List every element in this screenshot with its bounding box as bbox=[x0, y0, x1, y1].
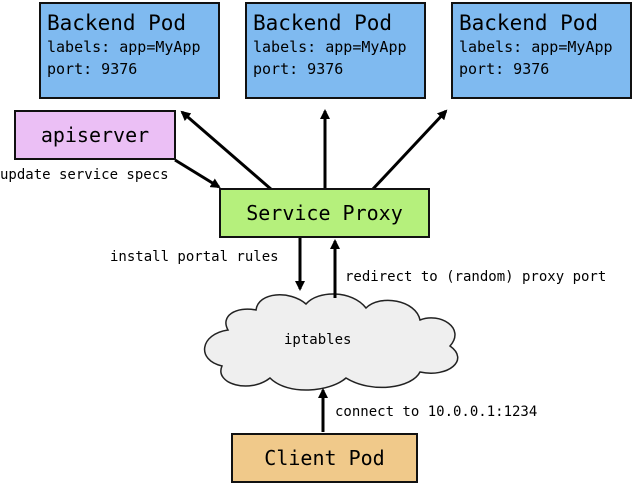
backend-pod-3: Backend Pod labels: app=MyApp port: 9376 bbox=[451, 2, 632, 99]
edge-label-redirect: redirect to (random) proxy port bbox=[345, 269, 607, 285]
client-pod-label: Client Pod bbox=[264, 446, 385, 470]
backend-pod-title: Backend Pod bbox=[47, 11, 187, 35]
arrow-proxy-to-pod-3 bbox=[370, 109, 448, 192]
apiserver-label: apiserver bbox=[40, 123, 150, 147]
arrow-proxy-to-pod-1 bbox=[180, 110, 273, 192]
iptables-label: iptables bbox=[284, 332, 352, 348]
edge-label-install-rules: install portal rules bbox=[110, 249, 279, 265]
service-proxy-label: Service Proxy bbox=[246, 201, 403, 225]
arrow-apiserver-to-proxy bbox=[174, 158, 221, 189]
edge-label-connect: connect to 10.0.0.1:1234 bbox=[335, 404, 538, 420]
backend-pod-2: Backend Pod labels: app=MyApp port: 9376 bbox=[245, 2, 426, 99]
backend-pod-title: Backend Pod bbox=[459, 11, 599, 35]
backend-pod-labels: labels: app=MyApp bbox=[459, 38, 613, 56]
backend-pod-labels: labels: app=MyApp bbox=[253, 38, 407, 56]
backend-pod-port: port: 9376 bbox=[47, 60, 138, 78]
edge-label-update-specs: update service specs bbox=[0, 167, 169, 183]
apiserver-box: apiserver bbox=[14, 110, 176, 160]
backend-pod-1: Backend Pod labels: app=MyApp port: 9376 bbox=[39, 2, 220, 99]
service-proxy-box: Service Proxy bbox=[219, 188, 430, 238]
backend-pod-labels: labels: app=MyApp bbox=[47, 38, 201, 56]
client-pod-box: Client Pod bbox=[231, 433, 418, 483]
backend-pod-port: port: 9376 bbox=[459, 60, 550, 78]
backend-pod-port: port: 9376 bbox=[253, 60, 344, 78]
iptables-cloud bbox=[204, 293, 459, 391]
backend-pod-title: Backend Pod bbox=[253, 11, 393, 35]
